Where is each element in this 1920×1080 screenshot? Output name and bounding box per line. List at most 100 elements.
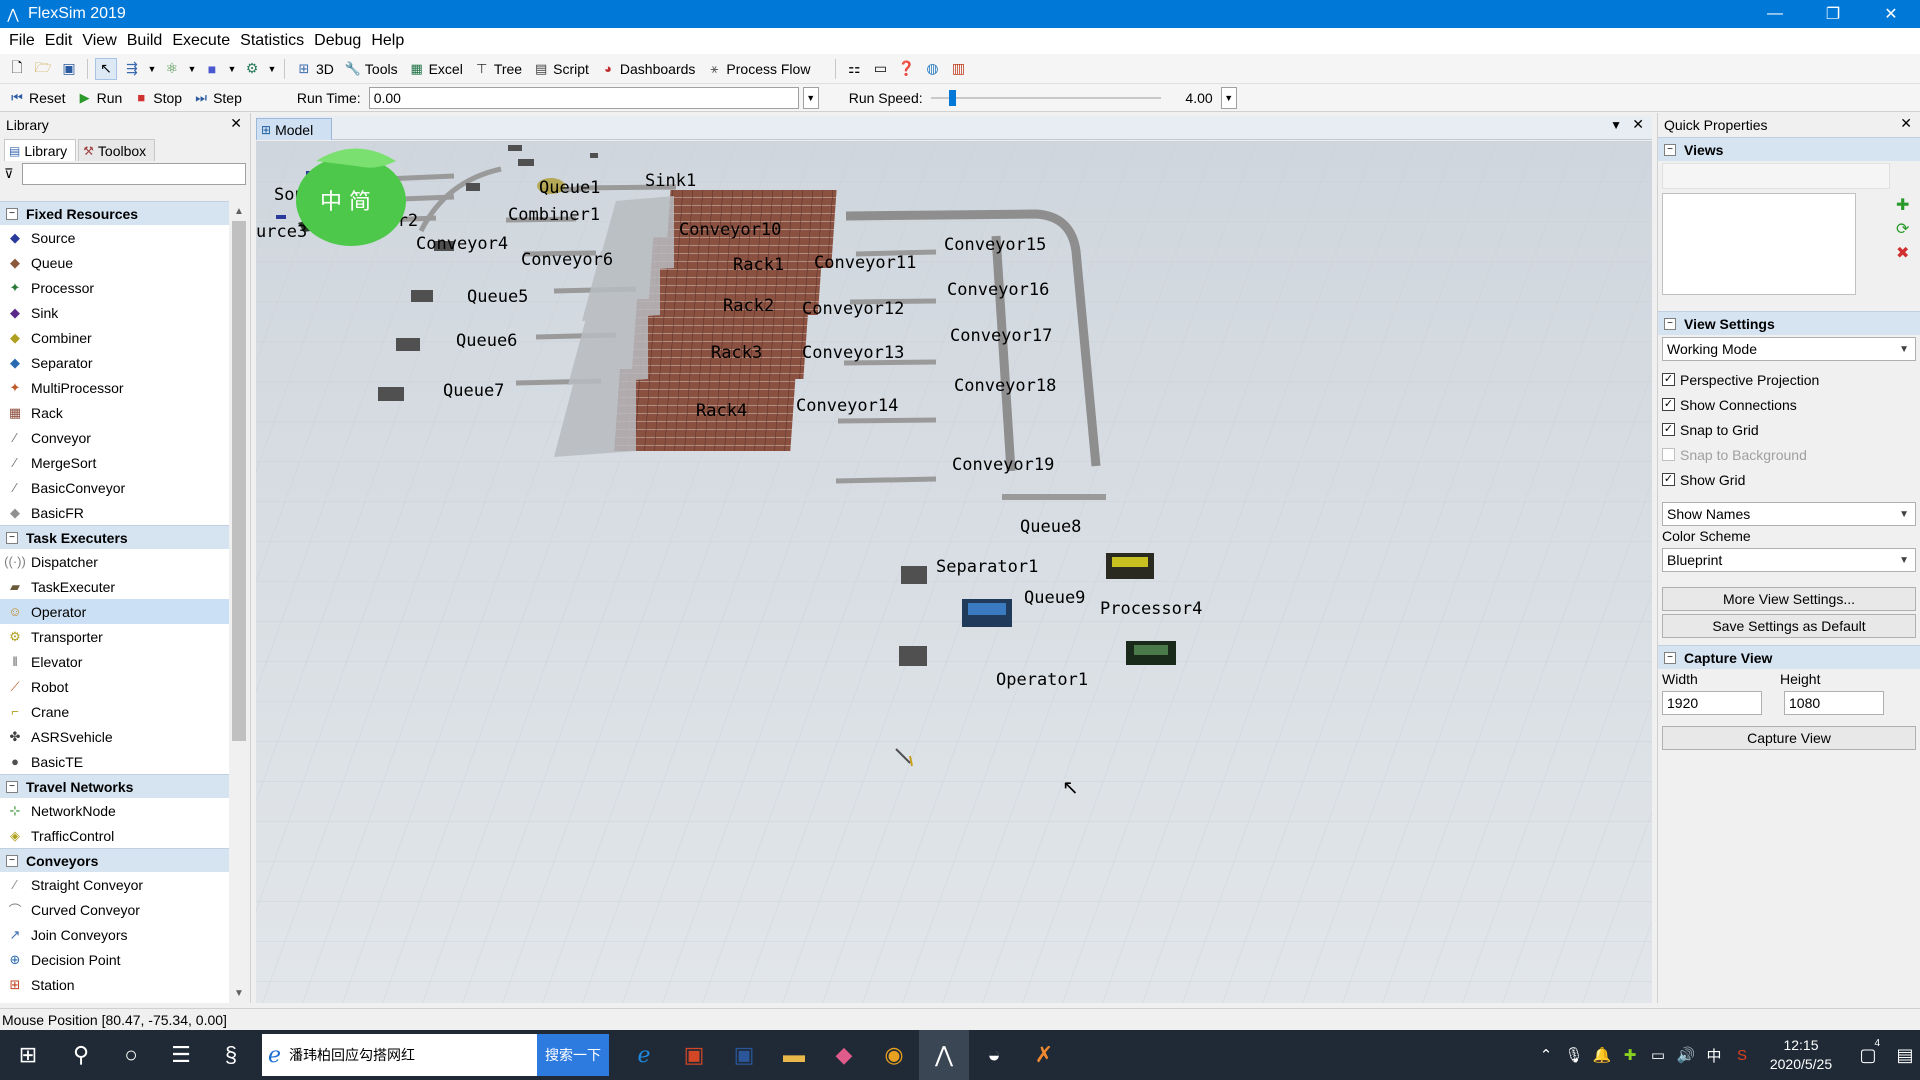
library-item-dispatcher[interactable]: ((·))Dispatcher xyxy=(4,553,98,570)
save-settings-default-button[interactable]: Save Settings as Default xyxy=(1662,614,1916,638)
views-list[interactable] xyxy=(1662,193,1856,295)
library-item-mergesort[interactable]: ⁄MergeSort xyxy=(0,450,229,475)
microphone-icon[interactable]: 🎙 xyxy=(1564,1047,1584,1064)
category-fixed-resources[interactable]: −Fixed Resources xyxy=(0,201,229,225)
dashboards-button[interactable]: ◕Dashboards xyxy=(599,60,695,78)
process-flow-button[interactable]: ⚹Process Flow xyxy=(705,60,811,78)
library-item-operator[interactable]: ☺Operator xyxy=(0,599,229,624)
category-conveyors[interactable]: −Conveyors xyxy=(0,848,229,872)
save-icon[interactable]: ▣ xyxy=(62,60,76,76)
minimize-button[interactable]: — xyxy=(1767,5,1783,22)
color-square-icon[interactable]: ■ xyxy=(207,60,217,77)
show-desktop-icon[interactable]: ▤ xyxy=(1896,1044,1914,1065)
library-item-straight-conveyor[interactable]: ⁄Straight Conveyor xyxy=(0,872,229,897)
library-item-robot[interactable]: ⟋Robot xyxy=(0,674,229,699)
menu-debug[interactable]: Debug xyxy=(314,32,362,49)
library-item-trafficcontrol[interactable]: ◈TrafficControl xyxy=(0,823,229,848)
library-scrollbar[interactable]: ▲ ▼ xyxy=(229,201,249,1003)
script-button[interactable]: ▤Script xyxy=(532,60,589,78)
menu-build[interactable]: Build xyxy=(126,32,163,49)
flexsim-taskbar-icon[interactable]: ⋀ xyxy=(919,1030,969,1080)
snap-to-grid-checkbox[interactable]: ✓Snap to Grid xyxy=(1662,421,1759,438)
restore-button[interactable]: ❐ xyxy=(1825,6,1841,23)
ime-mode[interactable]: 中 xyxy=(1706,1047,1722,1065)
notification-bell-icon[interactable]: 🔔 xyxy=(1592,1047,1612,1064)
library-item-join-conveyors[interactable]: ↗Join Conveyors xyxy=(0,922,229,947)
windows-start-icon[interactable]: ⊞ xyxy=(18,1042,38,1067)
cortana-icon[interactable]: ○ xyxy=(124,1042,138,1067)
library-item-taskexecuter[interactable]: ▰TaskExecuter xyxy=(0,574,229,599)
step-button[interactable]: ⏭Step xyxy=(192,89,242,107)
library-item-source[interactable]: ◆Source xyxy=(0,225,229,250)
taskbar-search-button[interactable]: 搜索一下 xyxy=(537,1034,609,1076)
edge-browser-icon[interactable]: ℯ xyxy=(637,1042,651,1067)
drop-app-icon[interactable]: ◆ xyxy=(835,1042,853,1067)
stop-button[interactable]: ■Stop xyxy=(132,89,182,107)
menu-help[interactable]: Help xyxy=(371,32,405,49)
library-item-curved-conveyor[interactable]: ⌒Curved Conveyor xyxy=(0,897,229,922)
help-icon[interactable]: ❓ xyxy=(897,60,916,76)
menu-execute[interactable]: Execute xyxy=(172,32,231,49)
app-x-icon[interactable]: ✗ xyxy=(1034,1042,1054,1067)
powerpoint-icon[interactable]: ▣ xyxy=(683,1042,705,1067)
library-item-basicte[interactable]: ●BasicTE xyxy=(0,749,229,774)
show-names-select[interactable]: Show Names▼ xyxy=(1662,502,1916,526)
library-item-asrsvehicle[interactable]: ✤ASRSvehicle xyxy=(0,724,229,749)
app-s-icon[interactable]: § xyxy=(224,1042,238,1067)
connect-objects-icon[interactable]: ⇶ xyxy=(126,60,138,76)
menu-file[interactable]: File xyxy=(9,32,35,49)
library-item-station[interactable]: ⊞Station xyxy=(0,972,229,997)
library-item-combiner[interactable]: ◆Combiner xyxy=(0,325,229,350)
run-button[interactable]: ▶Run xyxy=(76,89,123,107)
library-filter-input[interactable] xyxy=(22,163,246,185)
view-3d-button[interactable]: ⊞3D xyxy=(295,60,334,78)
category-travel-networks[interactable]: −Travel Networks xyxy=(0,774,229,798)
run-speed-slider[interactable] xyxy=(930,87,1161,109)
snap-to-background-checkbox[interactable]: Snap to Background xyxy=(1658,442,1920,467)
menu-edit[interactable]: Edit xyxy=(44,32,73,49)
chrome-icon[interactable]: ◉ xyxy=(884,1042,904,1067)
slider-thumb[interactable] xyxy=(948,89,956,106)
taskbar-clock[interactable]: 12:15 2020/5/25 xyxy=(1756,1036,1846,1074)
capture-view-section-header[interactable]: −Capture View xyxy=(1658,645,1920,669)
tools-button[interactable]: 🔧Tools xyxy=(344,60,398,77)
views-section-header[interactable]: −Views xyxy=(1658,137,1920,161)
library-item-networknode[interactable]: ⊹NetworkNode xyxy=(0,798,229,823)
open-folder-icon[interactable]: 🗁 xyxy=(34,58,52,75)
close-model-icon[interactable]: ✕ xyxy=(1632,116,1644,132)
chevron-down-icon[interactable]: ▼ xyxy=(147,63,157,74)
chevron-down-icon[interactable]: ▼ xyxy=(187,63,197,74)
library-item-elevator[interactable]: ‖Elevator xyxy=(0,649,229,674)
globe-icon[interactable]: ◍ xyxy=(926,60,939,76)
close-icon[interactable]: ✕ xyxy=(1900,115,1912,131)
capture-height-input[interactable]: 1080 xyxy=(1784,691,1884,715)
run-time-dropdown[interactable]: ▼ xyxy=(802,86,819,109)
model-3d-viewport[interactable]: Source1 Queue1 Sink1 Conveyor2 urce3 Com… xyxy=(256,141,1652,1003)
perspective-projection-checkbox[interactable]: ✓Perspective Projection xyxy=(1662,371,1820,388)
edit-selected-icon[interactable]: ⚙ xyxy=(245,60,259,76)
run-time-input[interactable]: 0.00 xyxy=(368,86,799,109)
show-connections-checkbox[interactable]: ✓Show Connections xyxy=(1662,396,1797,413)
word-icon[interactable]: ▣ xyxy=(733,1042,755,1067)
library-item-queue[interactable]: ◆Queue xyxy=(0,250,229,275)
delete-view-icon[interactable]: ✖ xyxy=(1896,245,1910,262)
library-item-rack[interactable]: ▦Rack xyxy=(0,400,229,425)
license-icon[interactable]: ▥ xyxy=(951,60,966,76)
action-center-icon[interactable]: ▢4 xyxy=(1859,1038,1880,1065)
library-item-transporter[interactable]: ⚙Transporter xyxy=(0,624,229,649)
excel-button[interactable]: ▦Excel xyxy=(408,60,462,78)
library-item-multiprocessor[interactable]: ✦MultiProcessor xyxy=(0,375,229,400)
chevron-down-icon[interactable]: ▼ xyxy=(267,63,277,74)
show-grid-checkbox[interactable]: ✓Show Grid xyxy=(1662,471,1746,488)
battery-icon[interactable]: ▭ xyxy=(1650,1047,1666,1064)
grid-layout-icon[interactable]: ⚏ xyxy=(848,60,861,76)
create-objects-icon[interactable]: ⚛ xyxy=(165,60,179,76)
menu-statistics[interactable]: Statistics xyxy=(240,32,305,49)
window-icon[interactable]: ▭ xyxy=(873,60,888,76)
tab-toolbox[interactable]: ⚒Toolbox xyxy=(78,139,156,161)
chevron-down-icon[interactable]: ▼ xyxy=(227,63,237,74)
more-view-settings-button[interactable]: More View Settings... xyxy=(1662,587,1916,611)
views-name-input[interactable] xyxy=(1662,163,1890,189)
menu-view[interactable]: View xyxy=(82,32,117,49)
